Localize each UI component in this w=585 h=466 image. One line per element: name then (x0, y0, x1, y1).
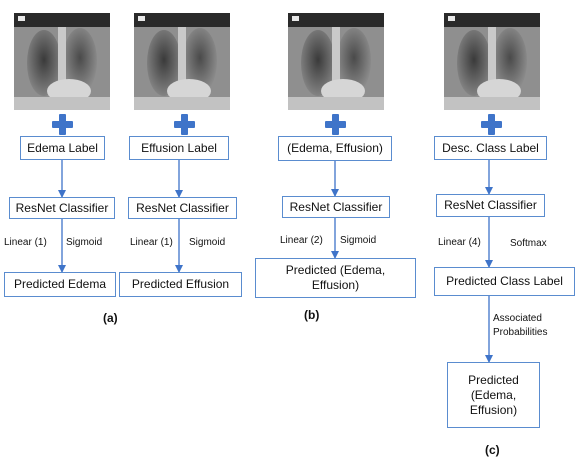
linear-layer-label-b: Linear (2) (280, 235, 323, 246)
resnet-classifier-box-a-edema: ResNet Classifier (9, 197, 115, 219)
activation-label-c: Softmax (510, 238, 547, 249)
plus-icon-a-edema (52, 114, 73, 135)
final-predicted-edema-effusion-box: Predicted (Edema, Effusion) (447, 362, 540, 428)
effusion-label-box: Effusion Label (129, 136, 229, 160)
activation-label-a-edema: Sigmoid (66, 237, 103, 248)
plus-icon-a-effusion (174, 114, 195, 135)
predicted-class-label-box: Predicted Class Label (434, 267, 575, 296)
chest-xray-image-c (444, 13, 540, 110)
linear-layer-label-c: Linear (4) (438, 237, 481, 248)
panel-caption-b: (b) (304, 308, 320, 322)
panel-caption-c: (c) (485, 443, 500, 457)
edema-effusion-label-box: (Edema, Effusion) (278, 136, 392, 161)
predicted-effusion-box: Predicted Effusion (119, 272, 242, 297)
linear-layer-label-a-edema: Linear (1) (4, 237, 47, 248)
activation-label-a-effusion: Sigmoid (189, 237, 226, 248)
activation-label-b: Sigmoid (340, 235, 377, 246)
plus-icon-b (325, 114, 346, 135)
plus-icon-c (481, 114, 502, 135)
resnet-classifier-box-c: ResNet Classifier (436, 194, 545, 217)
panel-caption-a: (a) (103, 311, 118, 325)
resnet-classifier-box-a-effusion: ResNet Classifier (128, 197, 237, 219)
associated-probabilities-label: Associated Probabilities (493, 313, 548, 338)
edema-label-box: Edema Label (20, 136, 105, 160)
predicted-edema-box: Predicted Edema (4, 272, 116, 297)
chest-xray-image-a-edema (14, 13, 110, 110)
desc-class-label-box: Desc. Class Label (434, 136, 547, 160)
resnet-classifier-box-b: ResNet Classifier (282, 196, 390, 218)
linear-layer-label-a-effusion: Linear (1) (130, 237, 173, 248)
chest-xray-image-a-effusion (134, 13, 230, 110)
predicted-edema-effusion-box: Predicted (Edema, Effusion) (255, 258, 416, 298)
chest-xray-image-b (288, 13, 384, 110)
